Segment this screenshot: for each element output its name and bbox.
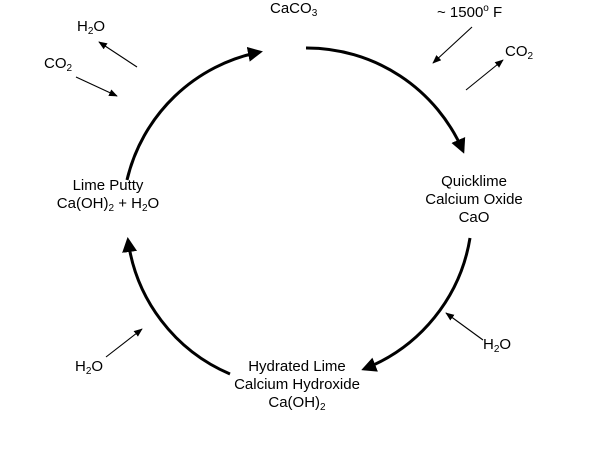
- h2o-input-right-label: H2O: [483, 336, 512, 355]
- co2-output-arrow: [465, 59, 504, 91]
- arc-carbonation: [125, 46, 263, 181]
- arc-mixing: [122, 237, 231, 376]
- calcium-carbonate-label: CaCO3: [270, 0, 318, 19]
- h2o-input-right-arrow: [445, 312, 484, 341]
- quicklime-node: Quicklime Calcium Oxide CaO: [409, 173, 539, 227]
- cao-formula: CaO: [458, 209, 490, 226]
- lime-putty-formula: Ca(OH)2 + H2O: [56, 195, 160, 214]
- heat-label: ~ 1500o F: [437, 3, 503, 22]
- arc-slaking: [361, 237, 472, 372]
- arc-calcination: [305, 46, 466, 154]
- hydrated-lime-node: Hydrated Lime Calcium Hydroxide Ca(OH)2: [207, 358, 387, 413]
- lime-putty-name: Lime Putty: [72, 177, 144, 194]
- h2o-input-bottom-left-label: H2O: [75, 358, 104, 377]
- quicklime-name: Quicklime: [441, 173, 507, 190]
- co2-input-top-left-arrow: [75, 76, 118, 97]
- hydrated-lime-formula: Ca(OH)2: [268, 394, 326, 413]
- hydrated-lime-name: Hydrated Lime: [248, 358, 346, 375]
- calcium-oxide-name: Calcium Oxide: [425, 191, 523, 208]
- h2o-input-bottom-left-arrow: [105, 328, 143, 358]
- lime-putty-node: Lime Putty Ca(OH)2 + H2O: [38, 177, 178, 214]
- co2-output-label: CO2: [505, 43, 534, 62]
- co2-input-top-left-label: CO2: [44, 55, 73, 74]
- heat-input-arrow: [432, 26, 473, 64]
- h2o-output-top-left-label: H2O: [77, 18, 106, 37]
- h2o-output-top-left-arrow: [98, 41, 138, 68]
- calcium-hydroxide-name: Calcium Hydroxide: [234, 376, 360, 393]
